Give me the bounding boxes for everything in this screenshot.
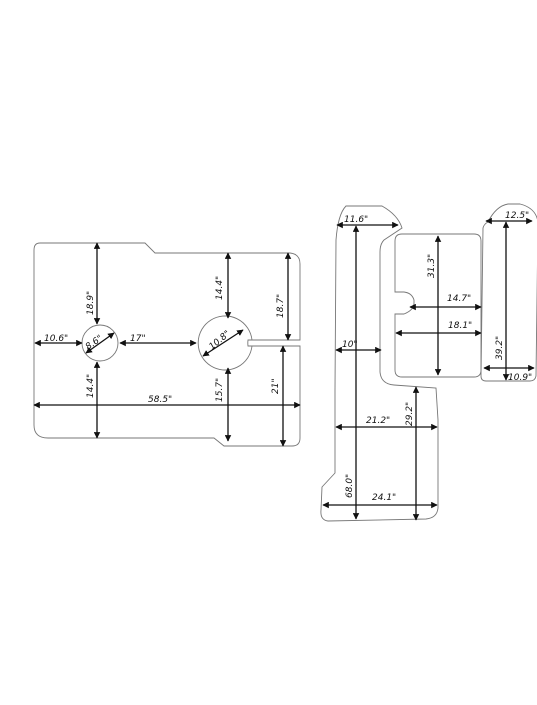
label-bottom-left-vertical: 14.4" <box>86 374 96 398</box>
left-piece: 10.6" 8.6" 17" 10.8" 18.9" 14.4" 14.4" 1… <box>33 242 301 447</box>
label-right-top-width: 12.5" <box>505 211 529 221</box>
label-right-bottom-width: 10.9" <box>508 373 532 383</box>
label-bottom-right-vertical: 21" <box>271 378 281 394</box>
label-top-right-vertical: 18.7" <box>276 294 286 318</box>
label-total-height: 68.0" <box>345 474 355 498</box>
dim-hole-left-diameter <box>85 332 115 354</box>
label-hole-right-diameter: 10.8" <box>208 329 233 352</box>
label-upper-width: 21.2" <box>366 416 390 426</box>
label-neck-width: 10" <box>342 340 358 350</box>
sink-hole-right <box>197 315 253 371</box>
label-top-mid-vertical: 14.4" <box>215 276 225 300</box>
label-island-notch: 14.7" <box>447 294 471 304</box>
left-piece-outline <box>33 242 301 447</box>
label-total-width: 58.5" <box>148 395 172 405</box>
label-bottom-mid-vertical: 15.7" <box>215 378 225 402</box>
label-island-height: 31.3" <box>427 254 437 278</box>
label-right-vertical: 29.2" <box>405 402 415 426</box>
label-left-edge: 10.6" <box>44 334 68 344</box>
island-piece-outline <box>394 233 482 378</box>
middle-piece: 11.6" 10" 21.2" 29.2" 68.0" 24.1" <box>320 205 439 522</box>
dim-hole-right-diameter <box>202 329 244 357</box>
right-piece-outline <box>480 203 537 382</box>
label-right-height: 39.2" <box>495 336 505 360</box>
label-top-width: 11.6" <box>344 215 368 225</box>
right-piece: 12.5" 39.2" 10.9" <box>480 203 537 383</box>
label-hole-left-diameter: 8.6" <box>84 334 105 353</box>
label-bottom-width: 24.1" <box>372 493 396 503</box>
label-island-width: 18.1" <box>448 321 472 331</box>
label-top-left-vertical: 18.9" <box>86 291 96 315</box>
label-between-holes: 17" <box>130 334 146 344</box>
middle-piece-outline <box>320 205 439 522</box>
island-piece: 31.3" 14.7" 18.1" <box>394 233 482 378</box>
